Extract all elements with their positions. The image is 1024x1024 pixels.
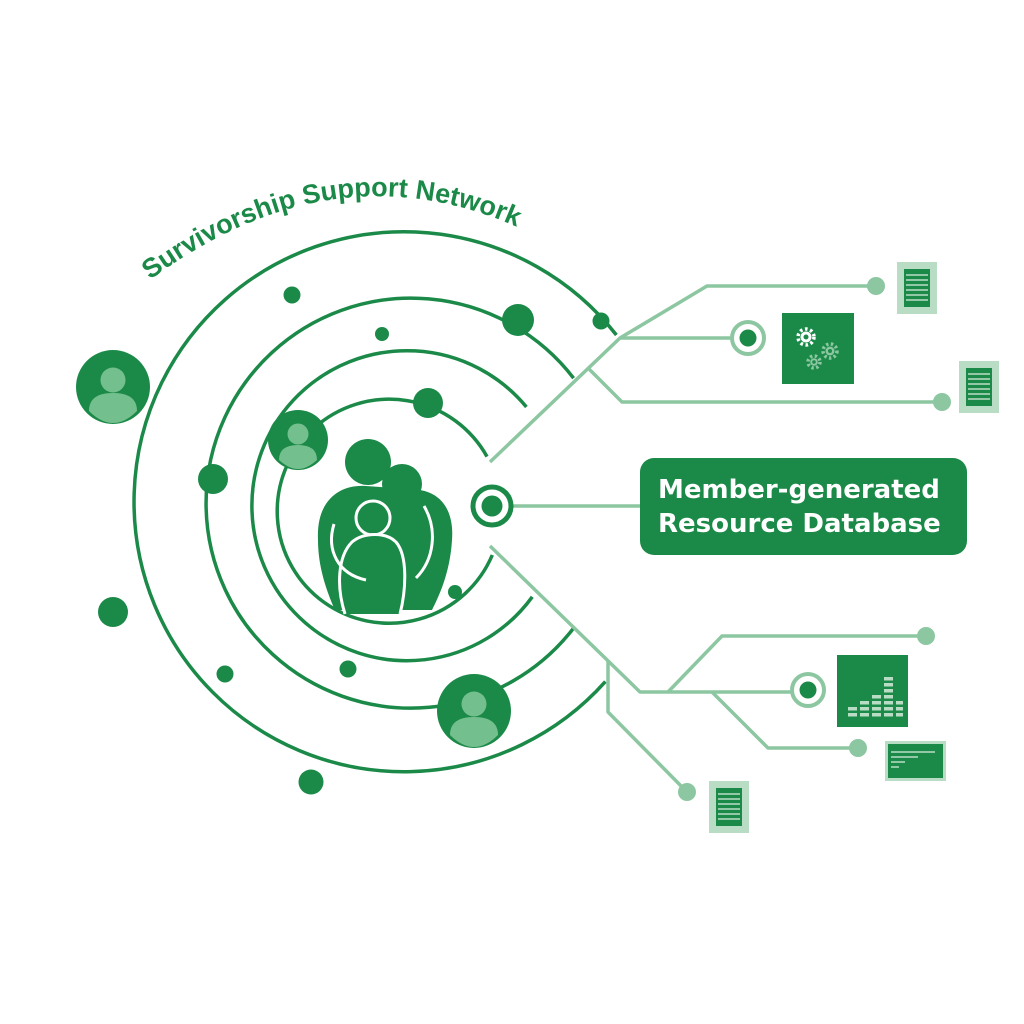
- connector-end-dots: [678, 277, 951, 801]
- end-dot: [678, 783, 696, 801]
- connector-lower-trunk: [488, 544, 806, 694]
- connector-upper-low: [586, 366, 942, 404]
- target-node-center: [470, 484, 514, 528]
- ring-dot: [448, 585, 462, 599]
- bar-chart-icon: [837, 655, 908, 727]
- ring-dot: [198, 464, 228, 494]
- user-avatar-icon: [437, 674, 511, 748]
- ring-dot: [592, 312, 610, 330]
- resource-database-box: Member-generated Resource Database: [640, 458, 967, 555]
- end-dot: [933, 393, 951, 411]
- gears-icon: [782, 313, 854, 384]
- connector-upper-trunk: [488, 284, 876, 464]
- ring-dot: [98, 597, 128, 627]
- connector-lower-branch: [606, 660, 689, 794]
- user-avatar-icon: [268, 410, 328, 470]
- ring-dot: [502, 304, 534, 336]
- database-label-line2: Resource Database: [658, 508, 941, 539]
- ring-dot: [413, 388, 443, 418]
- connector-lines: [488, 284, 942, 794]
- target-node-upper: [730, 320, 766, 356]
- ring-second: [250, 348, 534, 663]
- connector-lower-top: [666, 634, 926, 694]
- end-dot: [867, 277, 885, 295]
- connector-lower-mid: [710, 690, 858, 750]
- ring-outer: [132, 229, 618, 774]
- user-avatar-icon: [76, 350, 150, 424]
- ring-dot: [283, 286, 301, 304]
- family-hug-icon: [317, 439, 453, 615]
- ring-dot: [339, 660, 357, 678]
- ring-dot: [375, 327, 389, 341]
- ring-dots: [98, 286, 610, 795]
- end-dot: [917, 627, 935, 645]
- document-icon: [959, 361, 999, 413]
- document-icon: [709, 781, 749, 833]
- document-icon: [897, 262, 937, 314]
- terminal-window-icon: [885, 741, 946, 781]
- ring-dot: [298, 769, 324, 795]
- database-label-line1: Member-generated: [658, 474, 940, 505]
- ring-dot: [216, 665, 234, 683]
- diagram-title: Survivorship Support Network: [136, 172, 527, 285]
- target-node-lower: [790, 672, 826, 708]
- end-dot: [849, 739, 867, 757]
